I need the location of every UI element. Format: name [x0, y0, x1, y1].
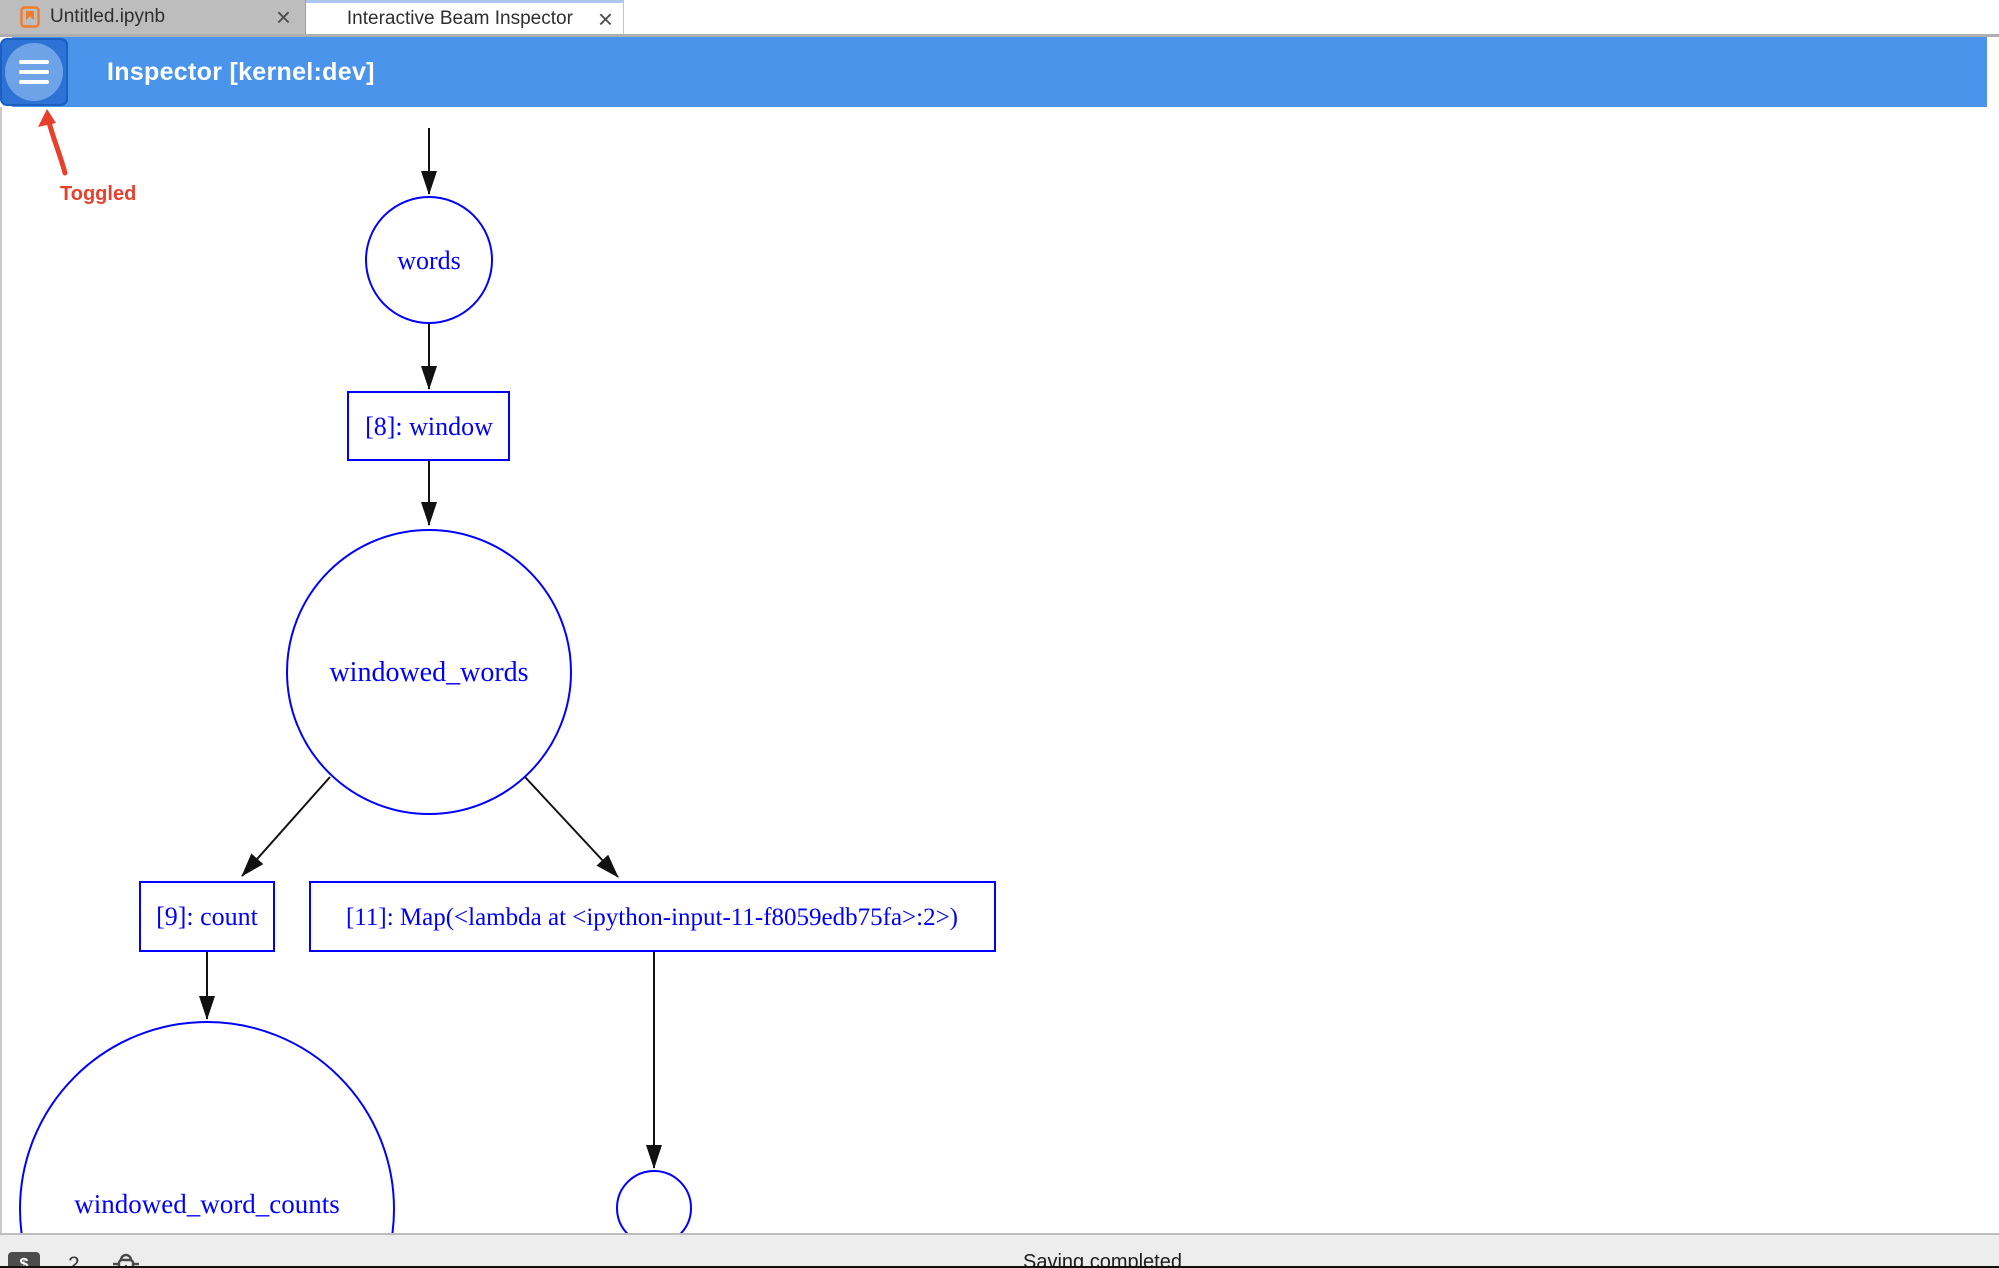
status-bar: $ 2 Saving completed [0, 1233, 1999, 1268]
node-count-label: [9]: count [156, 902, 259, 931]
node-map-transform [309, 881, 996, 952]
notebook-icon [20, 6, 40, 28]
node-words [365, 196, 493, 324]
inspector-header-bar: Inspector [kernel:dev] [12, 37, 1987, 107]
node-windowed-word-counts [19, 1021, 395, 1233]
inspector-header: Inspector [kernel:dev] [0, 37, 1999, 107]
bug-icon[interactable] [110, 1251, 142, 1268]
tab-bar: Untitled.ipynb × Interactive Beam Inspec… [0, 0, 1999, 37]
node-unnamed-pcollection [616, 1170, 692, 1233]
close-icon[interactable]: × [597, 3, 613, 34]
tab-untitled-notebook[interactable]: Untitled.ipynb × [0, 0, 306, 34]
node-window-transform [347, 391, 510, 461]
edge-windowed-words-to-count [241, 776, 331, 877]
node-windowed-words [286, 529, 572, 815]
close-icon[interactable]: × [275, 2, 291, 32]
node-windowed-words-label: windowed_words [329, 657, 528, 688]
pipeline-graph-canvas: words [8]: window windowed_words [9]: co… [0, 107, 1999, 1233]
node-count-transform [139, 881, 275, 952]
menu-toggle-button[interactable] [0, 38, 68, 106]
tab-label: Untitled.ipynb [50, 6, 166, 27]
tab-interactive-beam-inspector[interactable]: Interactive Beam Inspector × [306, 0, 624, 34]
node-windowed-word-counts-label: windowed_word_counts [74, 1189, 339, 1219]
edge-windowed-words-to-map [524, 776, 619, 878]
tab-label: Interactive Beam Inspector [346, 7, 573, 29]
pipeline-dag: words [8]: window windowed_words [9]: co… [19, 109, 996, 1233]
annotation-arrow [46, 119, 68, 176]
page-title: Inspector [kernel:dev] [107, 57, 375, 86]
annotation-arrowhead-icon [38, 109, 56, 127]
terminals-kernels-indicator[interactable]: $ 2 [8, 1252, 80, 1268]
annotation-label: Toggled [60, 183, 136, 205]
node-window-label: [8]: window [365, 412, 493, 441]
terminal-icon: $ [8, 1252, 40, 1268]
node-map-label: [11]: Map(<lambda at <ipython-input-11-f… [346, 904, 958, 931]
kernel-count: 2 [68, 1253, 80, 1268]
hamburger-icon [5, 43, 63, 101]
status-message: Saving completed [1023, 1251, 1182, 1268]
toggled-annotation: Toggled [38, 109, 136, 205]
node-words-label: words [397, 246, 461, 275]
